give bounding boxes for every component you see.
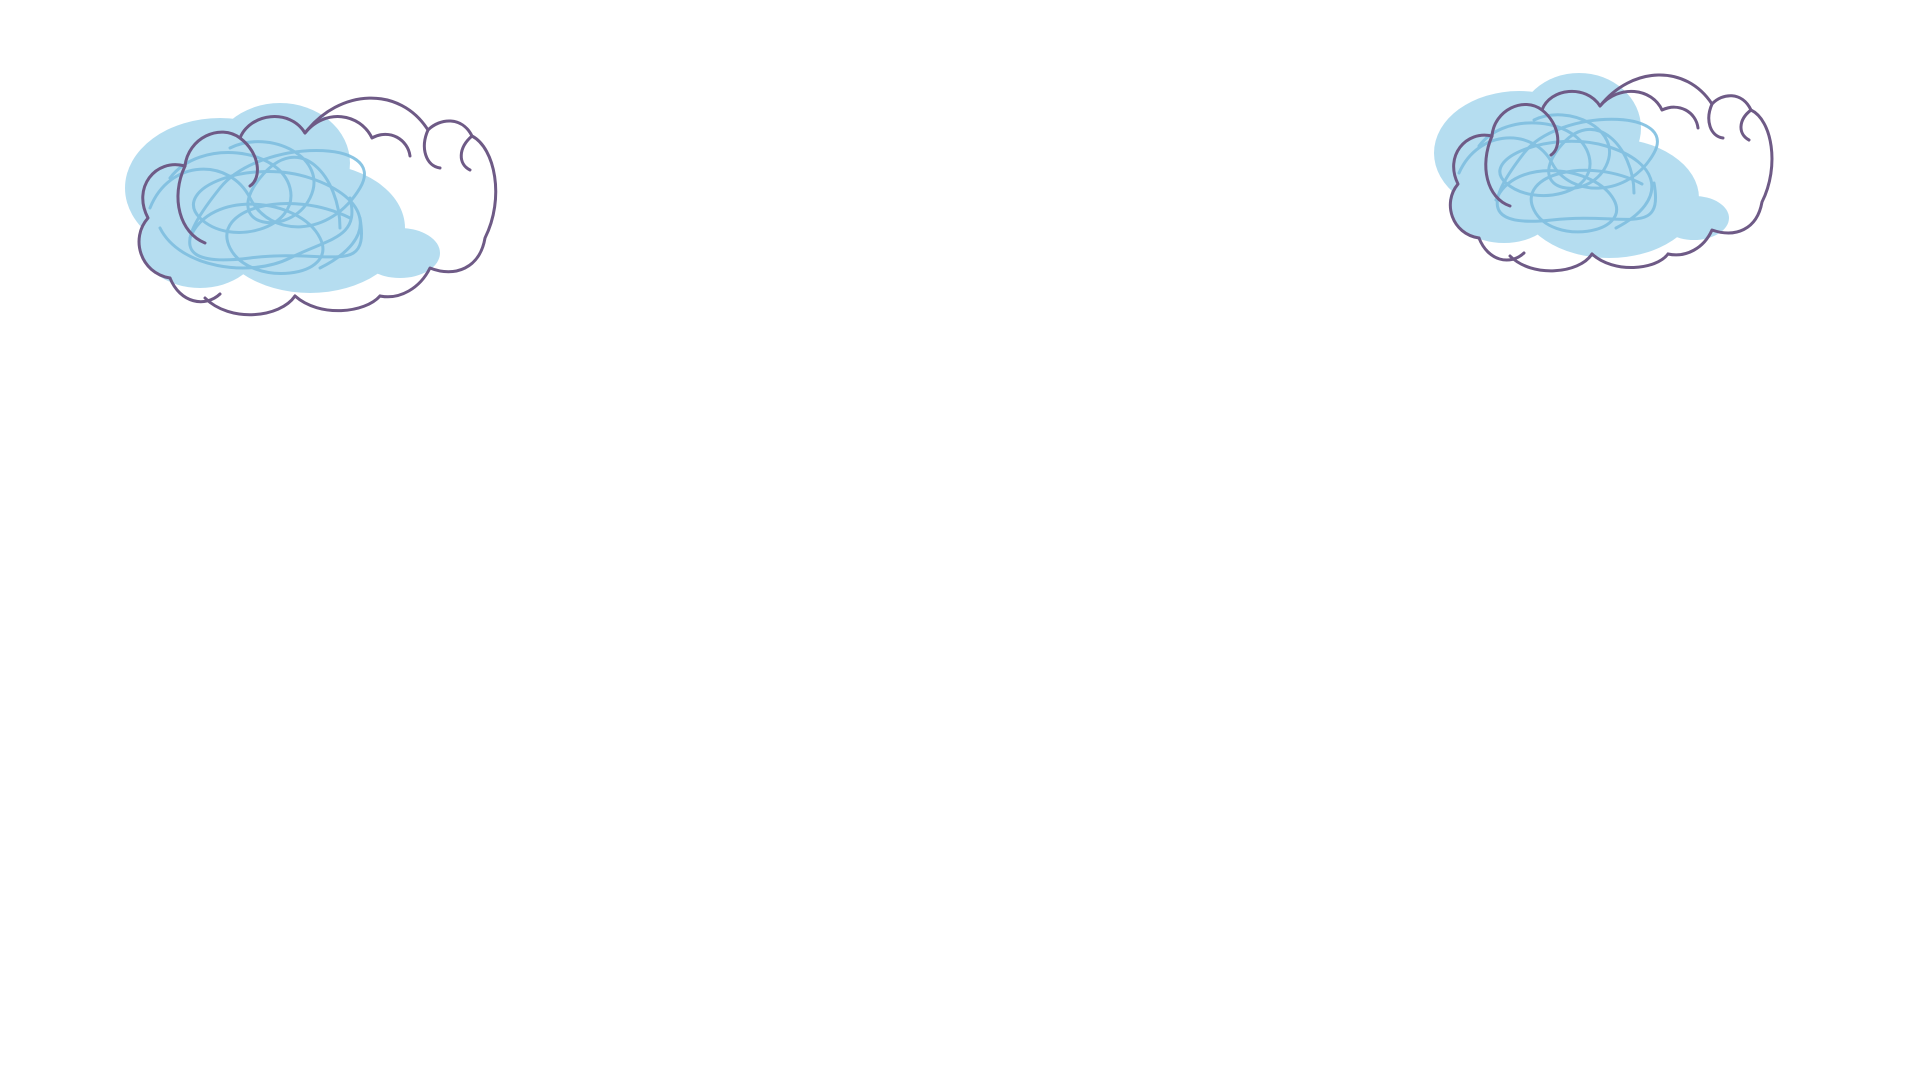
cloud-left-icon [125,96,498,317]
cloud-right-icon [1434,73,1774,273]
